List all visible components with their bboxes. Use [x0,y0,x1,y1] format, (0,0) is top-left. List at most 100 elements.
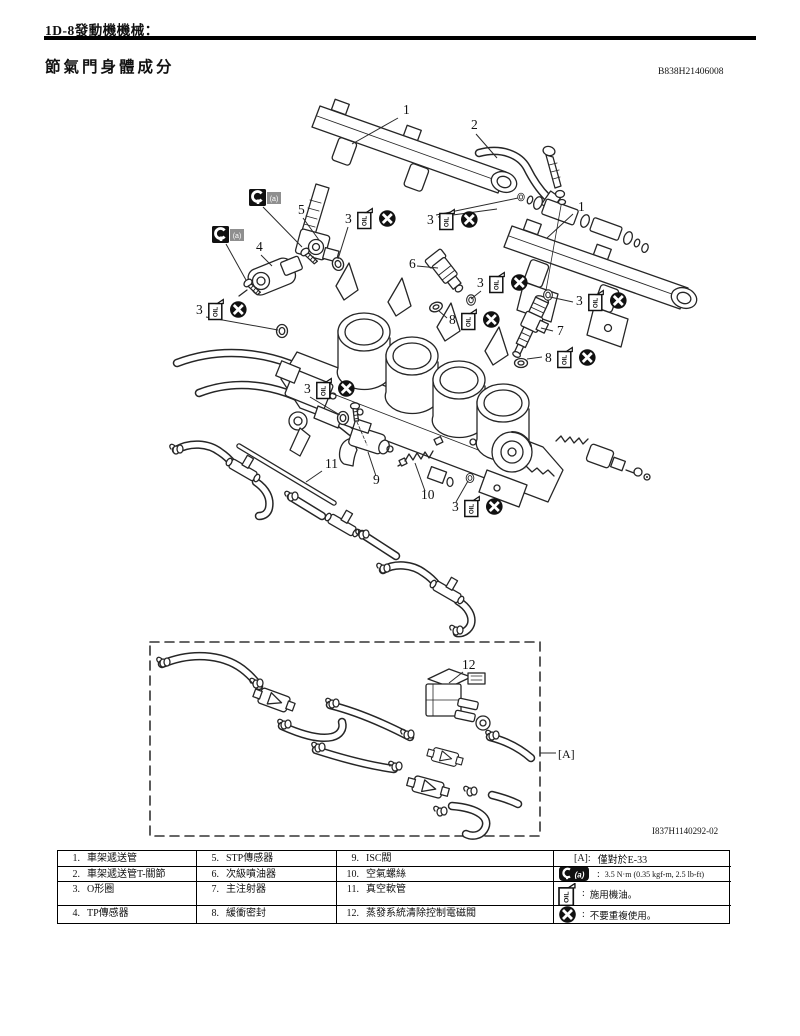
leader-line [475,133,498,159]
part-name: ISC閥 [366,853,392,864]
svg-text:OIL: OIL [564,891,571,902]
oil-icon: OIL [588,289,604,312]
leader-line [416,265,439,269]
callout-label: 3 [477,275,484,290]
throttle-stop-screw [555,435,651,481]
leader-line [309,396,341,416]
svg-text:OIL: OIL [562,355,569,366]
callout-label: 4 [256,239,263,254]
figure-code: I837H1140292-02 [652,826,719,836]
callout-label: 3 [576,293,583,308]
legend-cell: : 不要重複使用。 [554,906,731,923]
callout-label: [A] [558,747,575,761]
part-number: 3. [72,884,81,895]
callout-label: 9 [373,472,380,487]
leader-line [225,243,247,281]
do-not-reuse-icon [486,498,503,515]
legend-colon: : [597,868,600,880]
part-cell: 1. 車架遞送管 [58,851,197,867]
legend-cell: (a):3.5 N·m (0.35 kgf-m, 2.5 lb-ft) [554,867,731,882]
torque-wrench-icon: (a) [249,189,281,206]
callout-label: 6 [409,256,416,271]
part-number: 12. [346,908,360,919]
part-name: O形圈 [87,884,115,895]
leader-line [435,197,519,216]
oil-icon: OIL [557,346,573,369]
callout-label: 3 [196,302,203,317]
mounting-bolt [542,145,567,297]
legend-a-label: [A]: [574,853,591,864]
svg-text:OIL: OIL [321,386,328,397]
part-number: 4. [72,908,81,919]
part-name: TP傳感器 [87,908,129,919]
legend-text: 僅對於E-33 [597,855,648,866]
svg-text:(a): (a) [233,233,242,240]
part-name: 次級噴油器 [226,869,276,880]
part-number: 1. [72,853,81,864]
callout-label: 1 [403,102,410,117]
part-cell: 6. 次級噴油器 [197,867,337,882]
leader-line [262,206,303,248]
svg-text:OIL: OIL [469,504,476,515]
oil-icon: OIL [489,271,505,294]
part-number: 9. [351,853,360,864]
callout-label: 8 [449,312,456,327]
callout-label: 11 [325,456,338,471]
legend-cell: [A]: 僅對於E-33 [554,851,731,867]
do-not-reuse-icon [579,349,596,366]
header-rule [44,36,756,40]
leader-line [470,290,482,300]
part-name: 蒸發系統清除控制電磁閥 [366,908,476,919]
svg-text:(a): (a) [575,870,585,879]
section-title: 節氣門身體成分 [45,59,175,76]
legend-cell: OIL: 施用機油。 [554,882,731,906]
do-not-reuse-icon [461,211,478,228]
legend-colon: : [582,888,585,899]
part-cell: 3. O形圈 [58,882,197,906]
isc-valve [338,418,394,467]
doc-code: B838H21406008 [658,67,724,77]
callout-label: 3 [427,212,434,227]
part-name: 緩衝密封 [226,908,266,919]
part-name: 車架遞送管T-關節 [87,869,166,880]
svg-text:OIL: OIL [213,307,220,318]
evap-hose-routing-box [149,641,541,837]
part-cell: 2.車架遞送管T-關節 [58,867,197,882]
callout-label: 10 [421,487,435,502]
oil-icon: OIL [357,207,373,230]
callout-label: 3 [452,499,459,514]
svg-text:OIL: OIL [362,216,369,227]
part-cell: 7. 主注射器 [197,882,337,906]
do-not-reuse-icon [511,274,528,291]
part-cell: 10.空氣螺絲 [337,867,554,882]
secondary-injector [424,248,464,313]
callout-label: 8 [545,350,552,365]
leader-line [367,451,377,477]
leader-line [260,254,273,267]
svg-text:OIL: OIL [466,317,473,328]
legend-text: 不要重複使用。 [589,911,657,922]
do-not-reuse-icon [230,301,247,318]
part-name: 車架遞送管 [87,853,137,864]
leader-line [438,310,448,319]
svg-text:OIL: OIL [444,217,451,228]
legend-colon: : [582,909,585,920]
part-name: 空氣螺絲 [366,869,406,880]
part-number: 7. [211,884,220,895]
oil-icon: OIL [558,882,576,905]
callout-label: 7 [557,323,564,338]
part-number: 6. [211,869,220,880]
svg-text:OIL: OIL [494,280,501,291]
pipe-couplers [526,195,649,254]
oil-icon: OIL [439,208,455,231]
tp-sensor [238,255,303,297]
part-name: 主注射器 [226,884,266,895]
legend-text: 施用機油。 [589,890,638,901]
legend-text: 3.5 N·m (0.35 kgf-m, 2.5 lb-ft) [604,869,705,879]
callout-label: 1 [578,199,585,214]
fuel-delivery-pipe-front [311,98,518,194]
air-screw [397,435,444,467]
